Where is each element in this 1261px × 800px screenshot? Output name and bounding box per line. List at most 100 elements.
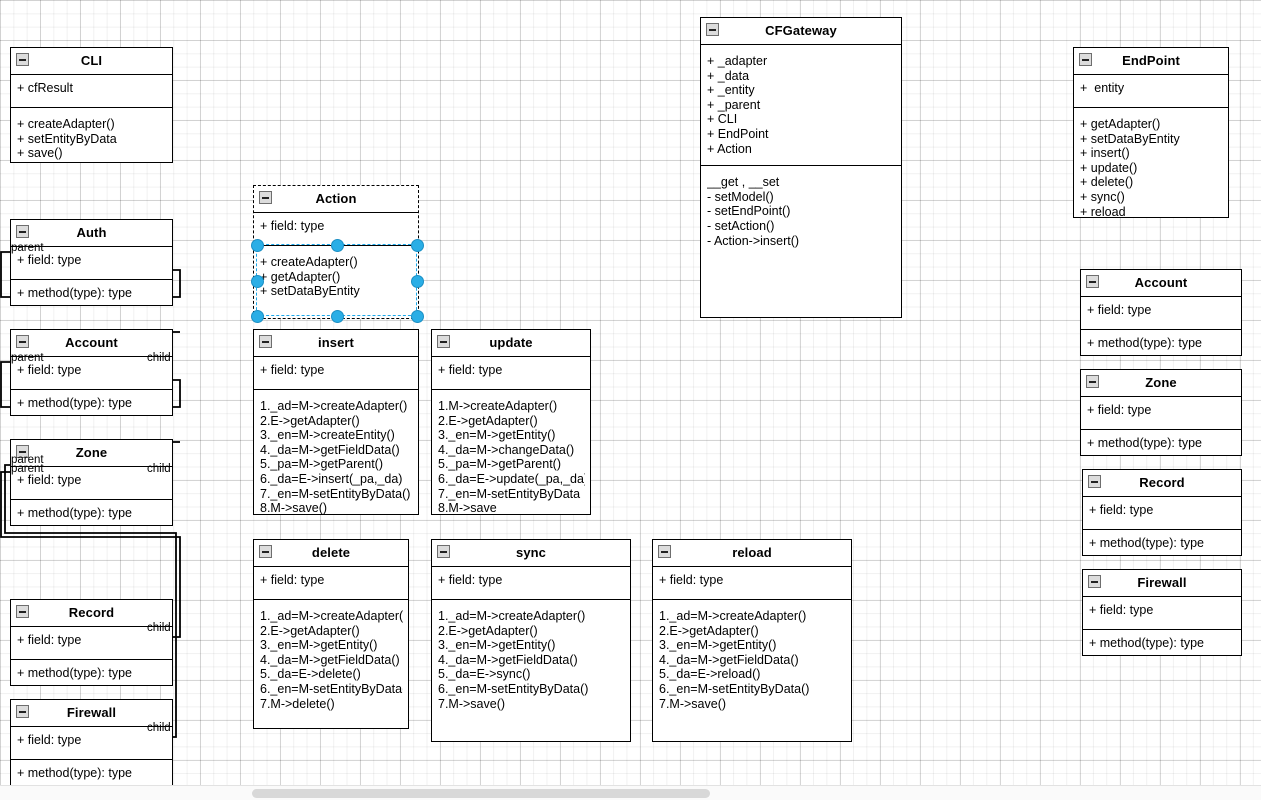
class-operation-row: 2.E->getAdapter() [438, 413, 538, 428]
role-label-account-parent: parent [11, 352, 44, 364]
class-operations-delete: 1._ad=M->createAdapter()2.E->getAdapter(… [254, 600, 408, 717]
collapse-minus-icon[interactable] [16, 445, 29, 458]
selection-handle-5[interactable] [250, 309, 264, 323]
collapse-minus-icon[interactable] [1086, 375, 1099, 388]
class-title-zone-right: Zone [1081, 370, 1241, 397]
class-attributes-firewall-right: + field: type [1083, 597, 1241, 630]
class-box-action[interactable]: Action+ field: type+ createAdapter()+ ge… [253, 185, 419, 319]
class-operation-row: 6._da=E->insert(_pa,_da) [260, 471, 403, 486]
class-attribute-row: + field: type [17, 473, 82, 487]
class-operations-cfgateway: __get , __set- setModel()- setEndPoint()… [701, 166, 901, 254]
collapse-minus-icon[interactable] [16, 705, 29, 718]
class-operation-row: 4._da=M->getFieldData() [260, 442, 400, 457]
class-operation-row: + reload [1080, 204, 1126, 219]
class-attributes-record-right: + field: type [1083, 497, 1241, 530]
class-box-cli[interactable]: CLI+ cfResult+ createAdapter()+ setEntit… [10, 47, 173, 163]
selection-handle-6[interactable] [330, 309, 344, 323]
class-name-label: EndPoint [1122, 53, 1180, 69]
class-operation-row: 5._pa=M->getParent() [260, 457, 383, 472]
class-attribute-row: + field: type [438, 573, 503, 587]
collapse-minus-icon[interactable] [706, 23, 719, 36]
collapse-minus-icon[interactable] [16, 225, 29, 238]
class-attributes-auth: + field: type [11, 247, 172, 280]
class-operations-record-right: + method(type): type [1083, 530, 1241, 557]
class-attribute-row: + field: type [260, 573, 325, 587]
class-box-firewall-right[interactable]: Firewall+ field: type+ method(type): typ… [1082, 569, 1242, 656]
collapse-minus-icon[interactable] [1088, 575, 1101, 588]
selection-handle-4[interactable] [410, 274, 424, 288]
class-operation-row: + setDataByEntity [1080, 131, 1180, 146]
collapse-minus-icon[interactable] [437, 335, 450, 348]
class-box-record-left[interactable]: Record+ field: type+ method(type): type [10, 599, 173, 686]
class-attributes-endpoint: + entity [1074, 75, 1228, 108]
class-operation-row: 5._pa=M->getParent() [438, 457, 561, 472]
class-box-cfgateway[interactable]: CFGateway+ _adapter+ _data+ _entity+ _pa… [700, 17, 902, 318]
class-attribute-row: + entity [1080, 81, 1125, 95]
class-operations-auth: + method(type): type [11, 280, 172, 307]
class-box-firewall-left[interactable]: Firewall+ field: type+ method(type): typ… [10, 699, 173, 786]
class-operation-row: + method(type): type [17, 396, 132, 410]
class-operation-row: 8.M->save() [260, 501, 328, 516]
class-operation-row: + setEntityByData [17, 131, 117, 146]
class-operations-sync: 1._ad=M->createAdapter()2.E->getAdapter(… [432, 600, 630, 717]
class-attributes-zone-left: + field: type [11, 467, 172, 500]
class-operation-row: + method(type): type [1087, 336, 1202, 350]
class-name-label: Auth [76, 225, 107, 241]
class-box-endpoint[interactable]: EndPoint+ entity+ getAdapter()+ setDataB… [1073, 47, 1229, 219]
collapse-minus-icon[interactable] [259, 335, 272, 348]
collapse-minus-icon[interactable] [16, 335, 29, 348]
horizontal-scrollbar-track[interactable] [0, 785, 1261, 800]
horizontal-scrollbar-thumb[interactable] [252, 789, 710, 798]
class-title-reload: reload [653, 540, 851, 567]
class-attributes-sync: + field: type [432, 567, 630, 600]
role-label-zone-parent-b: parent [11, 463, 44, 475]
class-title-firewall-right: Firewall [1083, 570, 1241, 597]
class-name-label: Record [68, 605, 115, 621]
class-operations-zone-right: + method(type): type [1081, 430, 1241, 457]
collapse-minus-icon[interactable] [1079, 53, 1092, 66]
class-title-cli: CLI [11, 48, 172, 75]
collapse-minus-icon[interactable] [1086, 275, 1099, 288]
class-title-account-left: Account [11, 330, 172, 357]
class-title-action: Action [254, 186, 418, 213]
class-name-label: CLI [80, 53, 103, 69]
class-operation-row: + save() [17, 146, 63, 161]
class-attributes-cfgateway: + _adapter+ _data+ _entity+ _parent+ CLI… [701, 45, 901, 167]
class-operation-row: + getAdapter() [260, 269, 341, 284]
collapse-minus-icon[interactable] [16, 605, 29, 618]
collapse-minus-icon[interactable] [259, 191, 272, 204]
class-box-record-right[interactable]: Record+ field: type+ method(type): type [1082, 469, 1242, 556]
collapse-minus-icon[interactable] [437, 545, 450, 558]
class-box-account-left[interactable]: Account + field: type + method(type): type [10, 329, 173, 416]
collapse-minus-icon[interactable] [1088, 475, 1101, 488]
collapse-minus-icon[interactable] [658, 545, 671, 558]
class-attributes-firewall-left: + field: type [11, 727, 172, 760]
class-box-account-right[interactable]: Account+ field: type+ method(type): type [1080, 269, 1242, 356]
selection-handle-2[interactable] [410, 238, 424, 252]
class-attribute-row: + _data [707, 68, 750, 83]
class-box-zone-right[interactable]: Zone+ field: type+ method(type): type [1080, 369, 1242, 456]
class-operation-row: 7.M->save() [438, 696, 506, 711]
class-name-label: Firewall [1137, 575, 1187, 591]
selection-handle-7[interactable] [410, 309, 424, 323]
collapse-minus-icon[interactable] [16, 53, 29, 66]
class-attribute-row: + field: type [17, 363, 82, 377]
class-operation-row: + sync() [1080, 189, 1125, 204]
class-operations-action: + createAdapter()+ getAdapter()+ setData… [254, 246, 418, 305]
selection-handle-0[interactable] [250, 238, 264, 252]
class-box-auth[interactable]: Auth + field: type+ method(type): type [10, 219, 173, 306]
class-title-auth: Auth [11, 220, 172, 247]
selection-handle-1[interactable] [330, 238, 344, 252]
class-box-zone-left[interactable]: Zone+ field: type+ method(type): type [10, 439, 173, 526]
class-attribute-row: + _parent [707, 97, 761, 112]
class-operation-row: + method(type): type [17, 506, 132, 520]
class-operation-row: 5._da=E->sync() [438, 667, 531, 682]
collapse-minus-icon[interactable] [259, 545, 272, 558]
selection-handle-3[interactable] [250, 274, 264, 288]
